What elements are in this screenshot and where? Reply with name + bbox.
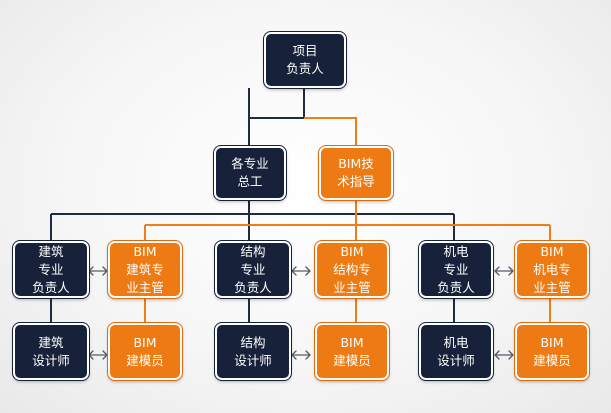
node-label: BIM: [133, 243, 157, 259]
connector-navy-designers: [50, 298, 455, 323]
node-label: 专业: [38, 261, 64, 277]
node-label: BIM: [340, 243, 364, 259]
node-label: 各专业: [231, 156, 269, 171]
mep-designer-node: 机电 设计师: [418, 322, 494, 381]
node-label: 术指导: [337, 174, 375, 189]
node-label: 建筑: [38, 243, 64, 259]
node-label: 建筑: [38, 334, 64, 350]
node-label: 机电: [443, 334, 469, 350]
struct-designer-node: 结构 设计师: [214, 322, 292, 381]
connector-navy-bus: [50, 200, 455, 241]
bim-mep-modeler-node: BIM 建模员: [514, 322, 590, 381]
connector-orange-top: [304, 117, 357, 146]
double-arrow-icon: [494, 266, 514, 276]
node-label: BIM: [133, 334, 157, 350]
bim-tech-guide-node: BIM技 术指导: [318, 145, 394, 201]
double-arrow-icon: [88, 350, 108, 360]
node-label: 专业: [443, 261, 469, 277]
double-arrow-icon: [494, 350, 514, 360]
struct-lead-node: 结构 专业 负责人: [214, 240, 292, 299]
node-label: 负责人: [234, 279, 272, 295]
node-label: 结构: [240, 334, 266, 350]
bim-arch-modeler-node: BIM 建模员: [107, 322, 183, 381]
node-label: 总工: [237, 174, 263, 189]
bim-mep-manager-node: BIM 机电专 业主管: [514, 240, 590, 299]
node-label: 设计师: [234, 352, 272, 368]
node-label: 专业: [240, 261, 266, 277]
double-arrow-icon: [291, 350, 311, 360]
double-arrow-icon: [291, 266, 311, 276]
node-label: 业主管: [333, 279, 371, 295]
project-lead-node: 项目 负责人: [263, 31, 347, 89]
node-label: BIM: [540, 334, 564, 350]
bim-struct-manager-node: BIM 结构专 业主管: [314, 240, 390, 299]
arch-designer-node: 建筑 设计师: [12, 322, 90, 381]
node-label: 业主管: [126, 279, 164, 295]
node-label: 设计师: [32, 352, 70, 368]
node-label: 机电专: [533, 261, 571, 277]
node-label: 建模员: [333, 352, 371, 368]
bim-struct-modeler-node: BIM 建模员: [314, 322, 390, 381]
bim-arch-manager-node: BIM 建筑专 业主管: [107, 240, 183, 299]
node-label: 机电: [443, 243, 469, 259]
discipline-chief-node: 各专业 总工: [213, 145, 287, 201]
node-label: 负责人: [32, 279, 70, 295]
node-label: 结构: [240, 243, 266, 259]
connector-orange-bus: [144, 200, 551, 241]
node-label: 建模员: [126, 352, 164, 368]
arch-lead-node: 建筑 专业 负责人: [12, 240, 90, 299]
connector-orange-modelers: [144, 298, 551, 323]
mep-lead-node: 机电 专业 负责人: [418, 240, 494, 299]
node-label: 结构专: [333, 261, 371, 277]
connector-navy-top: [248, 88, 305, 119]
node-label: 设计师: [437, 352, 475, 368]
node-label: 项目: [292, 43, 318, 58]
double-arrow-icon: [88, 266, 108, 276]
node-label: 建模员: [533, 352, 571, 368]
node-label: BIM: [540, 243, 564, 259]
node-label: BIM: [340, 334, 364, 350]
node-label: 负责人: [437, 279, 475, 295]
node-label: 负责人: [286, 61, 324, 76]
node-label: 业主管: [533, 279, 571, 295]
node-label: BIM技: [338, 156, 374, 171]
node-label: 建筑专: [126, 261, 164, 277]
